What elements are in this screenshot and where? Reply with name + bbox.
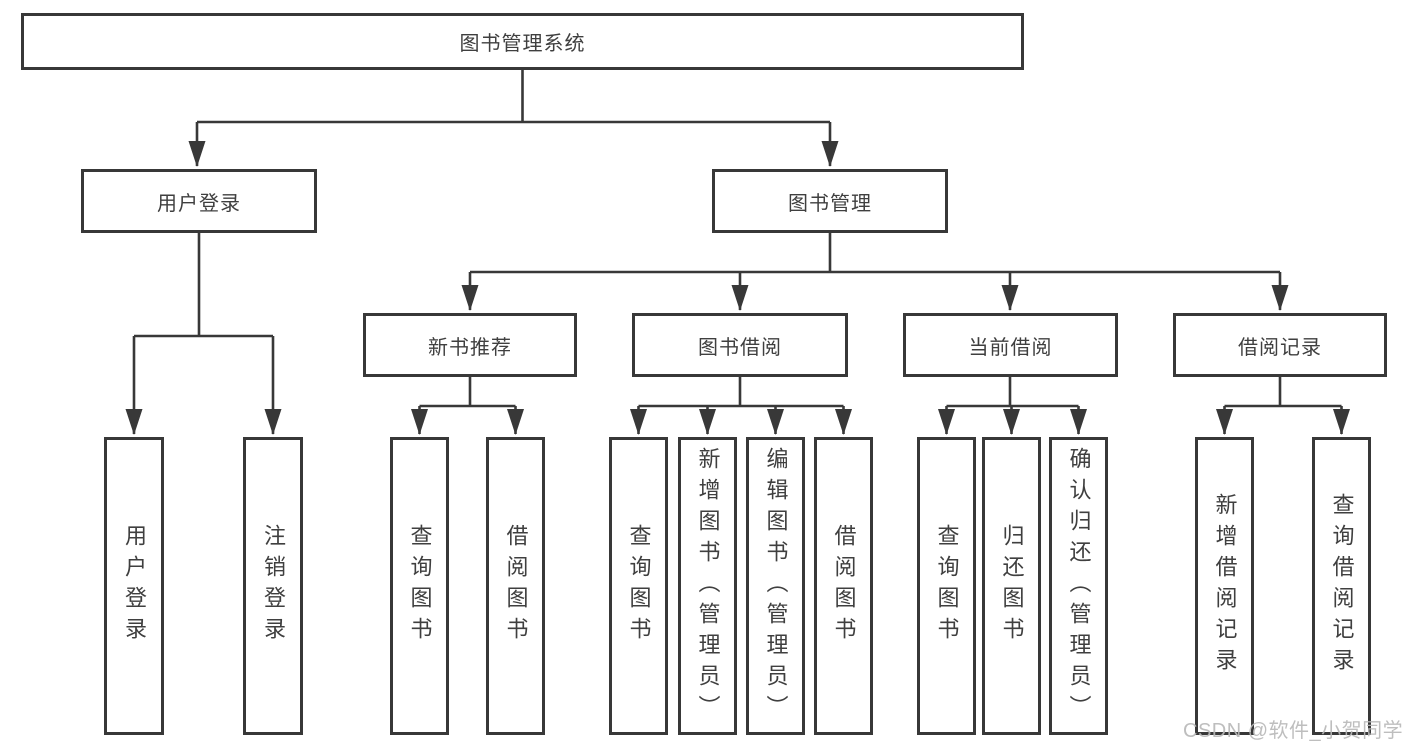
connector-new-book-rec-rail <box>419 377 516 408</box>
leaf-cb-query-books-label: 查询图书 <box>934 524 960 648</box>
leaf-logout-label: 注销登录 <box>261 524 286 648</box>
node-new-book-rec-label: 新书推荐 <box>428 336 512 359</box>
csdn-watermark: CSDN @软件_小贺同学 <box>1183 720 1404 742</box>
node-borrow-records: 借阅记录 <box>1173 313 1387 377</box>
leaf-cb-confirm-return-admin-label: 确认归还（管理员） <box>1066 446 1092 726</box>
leaf-user-login: 用户登录 <box>104 437 164 735</box>
leaf-br-add-record-label: 新增借阅记录 <box>1212 493 1238 679</box>
node-current-borrow-label: 当前借阅 <box>968 336 1053 359</box>
leaf-nbr-query-books: 查询图书 <box>390 437 449 735</box>
connector-root-rail <box>197 69 830 124</box>
node-user-login-label: 用户登录 <box>157 192 241 215</box>
leaf-br-query-record-label: 查询借阅记录 <box>1329 493 1355 679</box>
leaf-bb-borrow-books: 借阅图书 <box>814 437 873 735</box>
node-book-mgmt-label: 图书管理 <box>788 192 872 215</box>
leaf-br-query-record: 查询借阅记录 <box>1312 437 1371 735</box>
leaf-nbr-query-books-label: 查询图书 <box>407 524 433 648</box>
node-user-login: 用户登录 <box>81 169 317 233</box>
connector-current-borrow-rail <box>946 377 1079 408</box>
node-new-book-rec: 新书推荐 <box>363 313 577 377</box>
node-book-borrow-label: 图书借阅 <box>698 336 782 359</box>
leaf-nbr-borrow-books-label: 借阅图书 <box>503 524 529 648</box>
leaf-bb-add-books-admin: 新增图书（管理员） <box>678 437 737 735</box>
leaf-user-login-label: 用户登录 <box>122 524 147 648</box>
node-root-label: 图书管理系统 <box>459 33 586 55</box>
leaf-cb-return-books: 归还图书 <box>982 437 1041 735</box>
leaf-bb-edit-books-admin: 编辑图书（管理员） <box>746 437 805 735</box>
leaf-cb-query-books: 查询图书 <box>917 437 976 735</box>
connector-borrow-records-rail <box>1224 377 1342 408</box>
leaf-cb-confirm-return-admin: 确认归还（管理员） <box>1049 437 1108 735</box>
leaf-nbr-borrow-books: 借阅图书 <box>486 437 545 735</box>
leaf-logout: 注销登录 <box>243 437 303 735</box>
connector-book-borrow-rail <box>638 377 844 408</box>
leaf-bb-edit-books-admin-label: 编辑图书（管理员） <box>763 446 789 726</box>
leaf-bb-query-books-label: 查询图书 <box>626 524 652 648</box>
node-book-mgmt: 图书管理 <box>712 169 948 233</box>
leaf-cb-return-books-label: 归还图书 <box>999 524 1025 648</box>
leaf-bb-query-books: 查询图书 <box>609 437 668 735</box>
node-book-borrow: 图书借阅 <box>632 313 848 377</box>
node-root: 图书管理系统 <box>21 13 1024 70</box>
connector-user-login-rail <box>134 233 273 338</box>
node-current-borrow: 当前借阅 <box>903 313 1118 377</box>
connector-book-mgmt-rail <box>470 233 1280 274</box>
leaf-bb-add-books-admin-label: 新增图书（管理员） <box>695 446 721 726</box>
node-borrow-records-label: 借阅记录 <box>1238 336 1322 359</box>
leaf-br-add-record: 新增借阅记录 <box>1195 437 1254 735</box>
leaf-bb-borrow-books-label: 借阅图书 <box>831 524 857 648</box>
